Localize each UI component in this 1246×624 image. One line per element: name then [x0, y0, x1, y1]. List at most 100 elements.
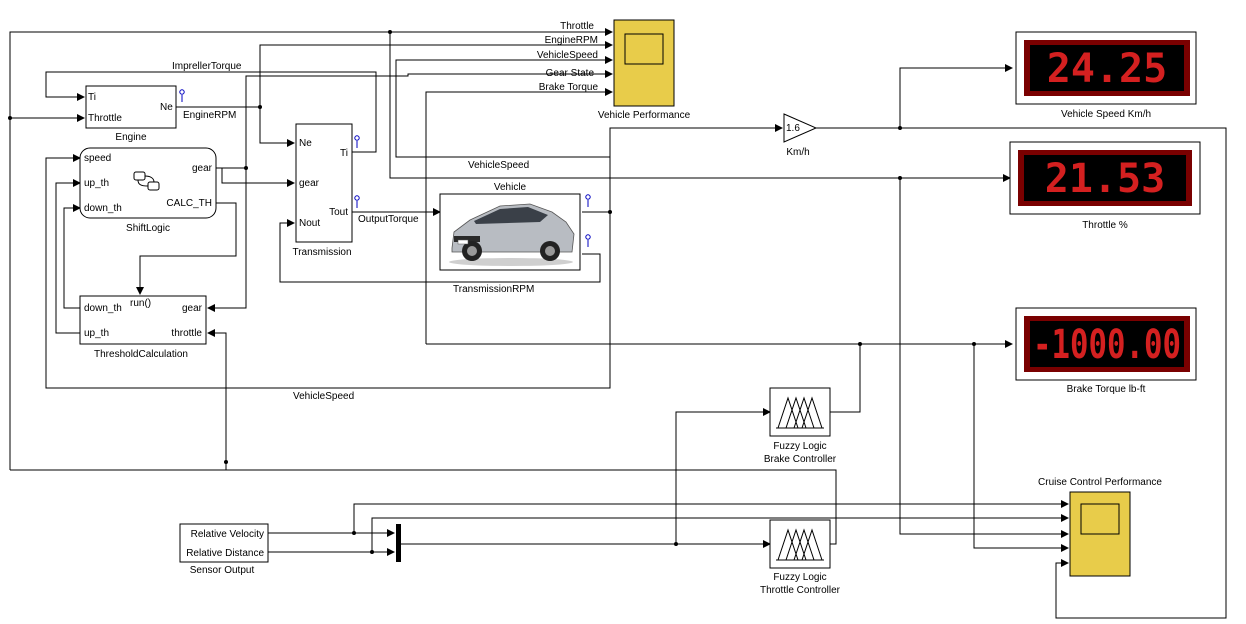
gain-label: Km/h	[786, 147, 809, 158]
fuzzy-throttle-label-2: Throttle Controller	[760, 585, 841, 596]
engine-label: Engine	[115, 132, 147, 143]
wire-gain-out[interactable]	[816, 64, 1013, 129]
vehicle-speed-display-label: Vehicle Speed Km/h	[1061, 109, 1151, 120]
label-engine-rpm: EngineRPM	[545, 35, 598, 46]
shift-logic-label: ShiftLogic	[126, 223, 170, 234]
threshold-port-throttle: throttle	[171, 328, 202, 339]
wire-throttle-to-cruise[interactable]	[899, 178, 1069, 538]
trans-port-nout: Nout	[299, 218, 320, 229]
shift-port-gear: gear	[192, 163, 213, 174]
sensor-port-rel-distance: Relative Distance	[186, 548, 264, 559]
label-output-torque: OutputTorque	[358, 214, 419, 225]
label-vehicle-speed: VehicleSpeed	[537, 50, 598, 61]
stateflow-chart-icon	[133, 171, 160, 191]
wire-throttle-return[interactable]	[10, 469, 837, 545]
shift-logic-block[interactable]: speed up_th down_th gear CALC_TH ShiftLo…	[79, 147, 217, 234]
wire-throttle[interactable]	[9, 28, 613, 470]
trans-port-gear: gear	[299, 178, 320, 189]
measure-icon	[354, 195, 360, 208]
label-brake-torque: Brake Torque	[539, 82, 599, 93]
label-throttle: Throttle	[560, 21, 594, 32]
engine-port-ne: Ne	[160, 102, 173, 113]
wire-shift-gear[interactable]	[216, 167, 295, 187]
wire-throttle-to-display[interactable]	[389, 32, 1011, 182]
measure-icon	[585, 194, 591, 207]
engine-block[interactable]: Ti Throttle Ne Engine	[85, 85, 185, 143]
brake-display-label: Brake Torque lb-ft	[1067, 384, 1146, 395]
fuzzy-brake-label-1: Fuzzy Logic	[773, 441, 826, 452]
vehicle-performance-scope[interactable]: Vehicle Performance	[598, 19, 691, 121]
throttle-value: 21.53	[1045, 156, 1165, 202]
label-impeller-torque: ImprellerTorque	[172, 61, 242, 72]
fuzzy-brake-label-2: Brake Controller	[764, 454, 837, 465]
fuzzy-throttle-label-1: Fuzzy Logic	[773, 572, 826, 583]
wire-throttle-threshold[interactable]	[207, 329, 227, 470]
threshold-port-up: up_th	[84, 328, 109, 339]
engine-port-ti: Ti	[88, 92, 96, 103]
gain-block[interactable]: 1.6 Km/h	[783, 113, 818, 158]
wire-mux-to-brake[interactable]	[675, 408, 771, 544]
vehicle-block[interactable]: Vehicle	[439, 182, 591, 271]
wire-calc-th[interactable]	[136, 202, 237, 295]
wire-down-th[interactable]	[63, 204, 81, 309]
throttle-display[interactable]: 21.53 Throttle %	[1009, 141, 1201, 231]
threshold-label: ThresholdCalculation	[94, 349, 188, 360]
label-vehicle-speed-bottom: VehicleSpeed	[293, 391, 354, 402]
wire-brake-to-cruise[interactable]	[973, 344, 1069, 552]
wire-gear-threshold[interactable]	[207, 168, 247, 312]
wire-vehiclespeed-scope[interactable]	[395, 56, 613, 158]
car-image-icon	[449, 203, 575, 266]
threshold-port-run: run()	[130, 298, 151, 309]
threshold-block[interactable]: down_th up_th run() gear throttle Thresh…	[79, 295, 207, 360]
threshold-port-gear: gear	[182, 303, 203, 314]
wire-gear-state[interactable]	[216, 70, 613, 169]
shift-port-up: up_th	[84, 178, 109, 189]
wire-impeller-torque[interactable]	[45, 71, 377, 153]
signal-wires	[9, 28, 1227, 619]
transmission-block[interactable]: Ne gear Nout Ti Tout Transmission	[292, 123, 360, 258]
gain-value: 1.6	[786, 123, 800, 134]
trans-port-ti: Ti	[340, 148, 348, 159]
brake-torque-display[interactable]: -1000.00 Brake Torque lb-ft	[1015, 307, 1197, 395]
trans-port-ne: Ne	[299, 138, 312, 149]
measure-icon	[354, 135, 360, 148]
shift-port-down: down_th	[84, 203, 122, 214]
cruise-control-scope[interactable]: Cruise Control Performance	[1038, 477, 1162, 577]
throttle-display-label: Throttle %	[1082, 220, 1128, 231]
engine-port-throttle: Throttle	[88, 113, 122, 124]
fuzzy-brake-controller[interactable]: Fuzzy Logic Brake Controller	[764, 387, 837, 465]
sensor-output-block[interactable]: Relative Velocity Relative Distance Sens…	[179, 523, 269, 576]
vehicle-speed-display[interactable]: 24.25 Vehicle Speed Km/h	[1015, 31, 1197, 120]
wire-transmission-rpm[interactable]	[279, 219, 601, 283]
vehicle-speed-value: 24.25	[1047, 46, 1167, 92]
vehicle-label: Vehicle	[494, 182, 527, 193]
junction-dots	[8, 30, 976, 554]
cruise-scope-label: Cruise Control Performance	[1038, 477, 1162, 488]
wire-vehiclespeed-loop[interactable]	[45, 154, 611, 389]
fuzzy-membership-icon	[776, 396, 824, 429]
signal-labels: Throttle EngineRPM VehicleSpeed Gear Sta…	[172, 21, 598, 402]
wire-vehicle-out[interactable]	[582, 124, 783, 213]
label-transmission-rpm: TransmissionRPM	[453, 284, 534, 295]
trans-port-tout: Tout	[329, 207, 348, 218]
wire-fuzzy-brake-out[interactable]	[830, 344, 861, 413]
measure-icon	[585, 234, 591, 247]
label-engine-rpm-out: EngineRPM	[183, 110, 236, 121]
sensor-port-rel-velocity: Relative Velocity	[191, 529, 264, 540]
shift-port-calc: CALC_TH	[166, 198, 212, 209]
wire-speed-to-cruise[interactable]	[900, 127, 1227, 619]
wire-ne-to-trans[interactable]	[259, 107, 295, 147]
wire-rel-velocity[interactable]	[268, 500, 1069, 534]
transmission-label: Transmission	[292, 247, 351, 258]
wire-up-th[interactable]	[55, 179, 81, 334]
vehicle-scope-label: Vehicle Performance	[598, 110, 691, 121]
wire-brake-torque[interactable]	[425, 88, 613, 344]
mux-block[interactable]	[396, 524, 401, 562]
label-vehicle-speed-mid: VehicleSpeed	[468, 160, 529, 171]
fuzzy-throttle-controller[interactable]: Fuzzy Logic Throttle Controller	[760, 519, 841, 596]
wire-rel-distance[interactable]	[268, 514, 1069, 553]
measure-icon	[179, 89, 185, 102]
threshold-port-down: down_th	[84, 303, 122, 314]
label-gear-state: Gear State	[546, 68, 595, 79]
